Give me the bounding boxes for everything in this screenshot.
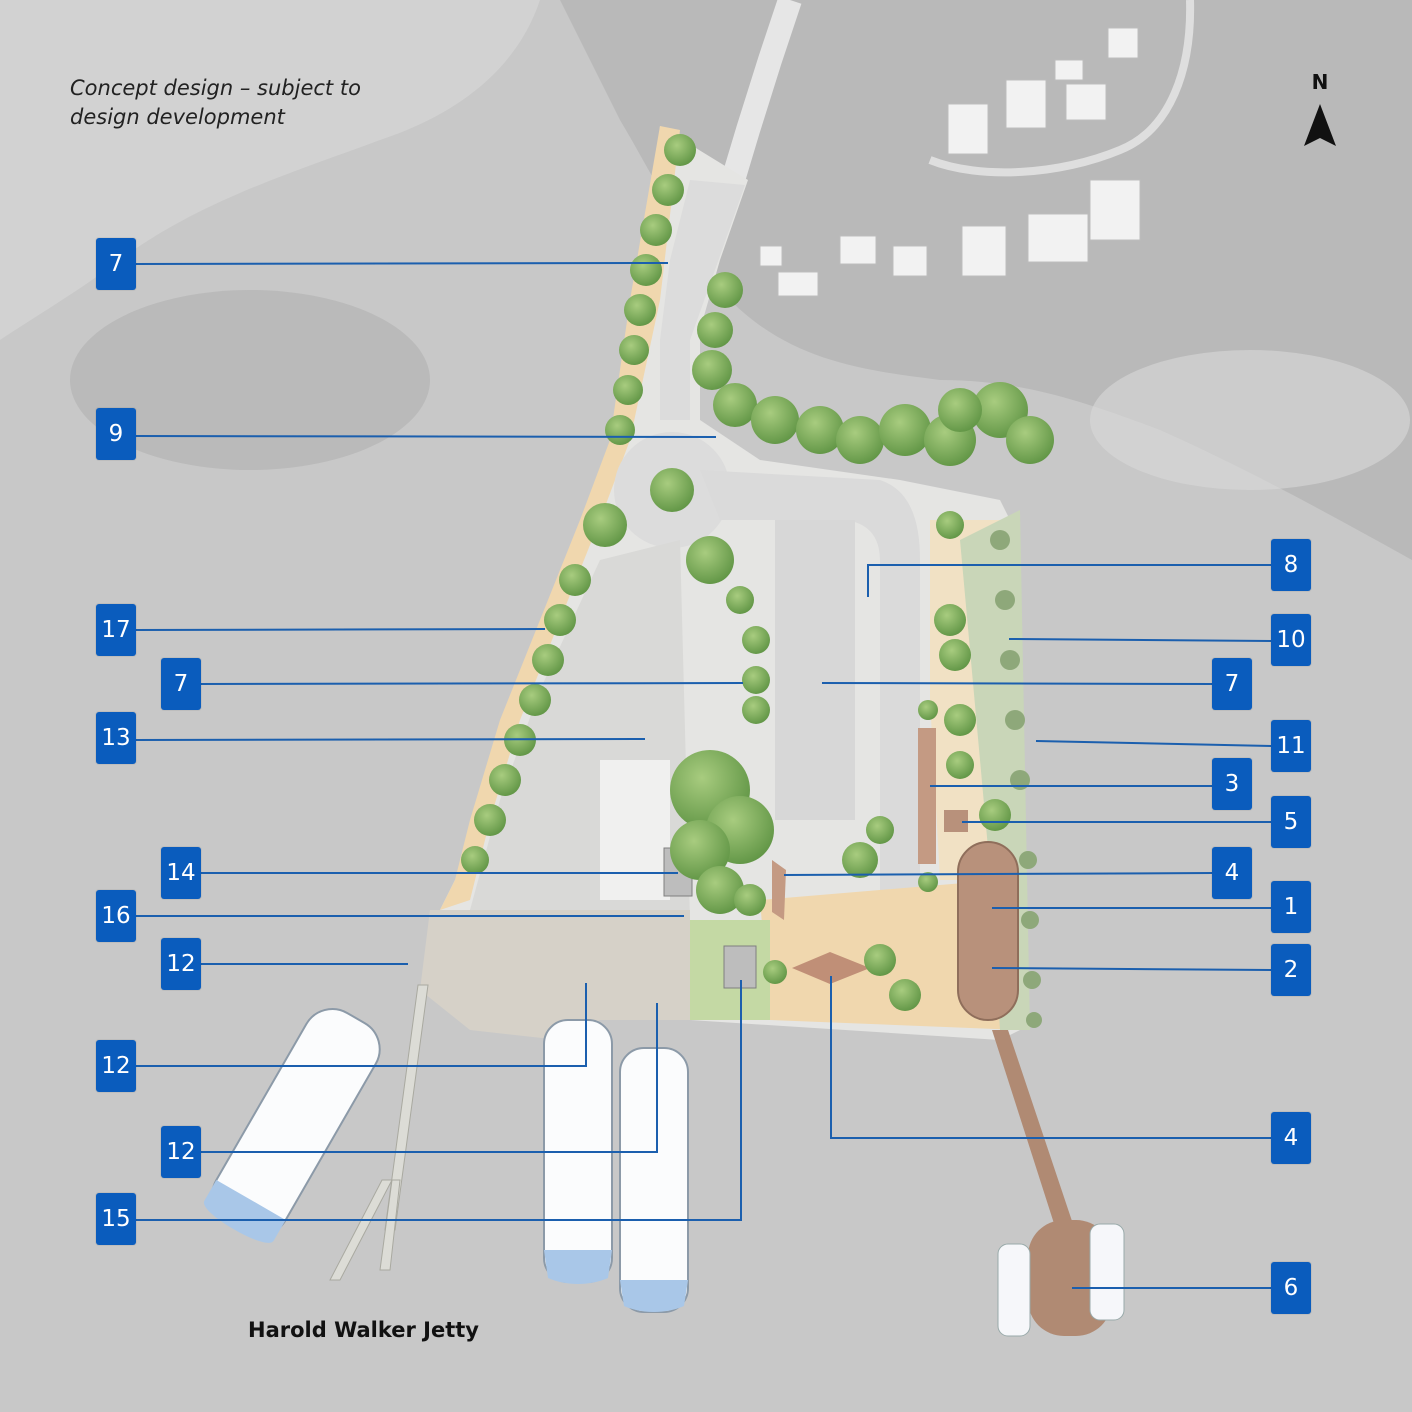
shelter-4b: [792, 952, 870, 984]
water-taxi-left: [997, 1243, 1031, 1337]
main-car-park: [775, 520, 855, 820]
callout-badge: 3: [1212, 758, 1252, 810]
mudflat-texture-2: [1090, 350, 1410, 490]
houses: [759, 27, 1141, 297]
residential-road: [928, 0, 1195, 177]
north-indicator: N: [1300, 70, 1340, 150]
callout-badge: 15: [96, 1193, 136, 1245]
callout-badge: 8: [1271, 539, 1311, 591]
roundabout-island: [650, 468, 694, 512]
leader-2: [135, 435, 717, 438]
pier-walkway: [992, 1030, 1075, 1236]
leader-11: [136, 980, 742, 1221]
concept-design-note: Concept design – subject to design devel…: [70, 76, 361, 129]
harold-walker-jetty: [329, 984, 429, 1281]
upper-access-road: [660, 180, 745, 420]
north-arrow-icon: [1304, 104, 1336, 146]
north-access-road: [718, 0, 802, 194]
leader-15: [1035, 740, 1272, 747]
mudflat-texture: [70, 290, 430, 470]
leader-10: [200, 1003, 658, 1153]
leader-21: [830, 976, 1271, 1139]
callout-badge: 16: [96, 890, 136, 942]
callout-badge: 1: [1271, 881, 1311, 933]
callout-badge: 17: [96, 604, 136, 656]
callout-badge: 4: [1212, 847, 1252, 899]
callout-badge: 7: [96, 238, 136, 290]
callout-badge: 9: [96, 408, 136, 460]
callout-badge: 12: [161, 938, 201, 990]
callout-badge: 12: [96, 1040, 136, 1092]
north-letter: N: [1311, 70, 1329, 94]
callout-badge: 12: [161, 1126, 201, 1178]
callout-badge: 14: [161, 847, 201, 899]
shelter-3: [918, 728, 936, 864]
leader-5: [135, 738, 646, 741]
ferry-right: [619, 1047, 689, 1313]
callout-badge: 10: [1271, 614, 1311, 666]
callout-badge: 4: [1271, 1112, 1311, 1164]
queue-parking: [600, 760, 670, 900]
harbour-apron: [420, 910, 690, 1040]
leader-9: [136, 983, 587, 1067]
leader-4: [199, 682, 744, 685]
water-taxi-right: [1089, 1223, 1125, 1321]
leader-14: [821, 682, 1213, 685]
leader-18: [783, 872, 1213, 876]
jetty-label: Harold Walker Jetty: [248, 1318, 479, 1342]
tree-canopies: [461, 134, 1054, 1011]
callout-badge: 7: [1212, 658, 1252, 710]
leader-13: [1008, 638, 1272, 642]
shelter-4a: [772, 860, 786, 920]
land-texture-northwest: [0, 0, 540, 340]
callout-badge: 2: [1271, 944, 1311, 996]
leader-1: [135, 262, 669, 265]
callout-badge: 11: [1271, 720, 1311, 772]
callout-badge: 13: [96, 712, 136, 764]
callout-badge: 7: [161, 658, 201, 710]
callout-leader-lines: [135, 262, 1272, 1289]
kiosk-5: [944, 810, 968, 832]
leader-20: [991, 967, 1272, 971]
western-footpath: [440, 126, 680, 910]
leader-12: [867, 564, 1271, 597]
leader-3: [135, 628, 546, 631]
terminal-building: [957, 841, 1019, 1021]
callout-badge: 5: [1271, 796, 1311, 848]
callout-badge: 6: [1271, 1262, 1311, 1314]
